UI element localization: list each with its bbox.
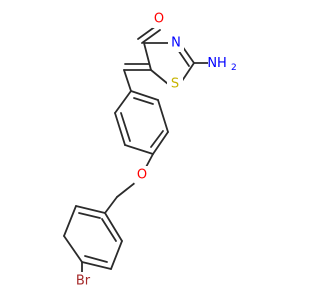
bond-lower-ring-5 <box>110 240 123 270</box>
bond-lower-ring-4 <box>81 261 112 270</box>
oxygen-ether-label: O <box>137 168 147 183</box>
bond-upper-ring-3 <box>124 144 154 155</box>
bond-lower-ring-inner-2 <box>84 255 108 263</box>
bromine-label-bg <box>71 272 95 290</box>
bond-upper-ring-5 <box>157 99 169 133</box>
oxygen-carbonyl-label-bg <box>151 10 167 28</box>
amine-label-bg <box>208 54 238 74</box>
sulfur-label-bg <box>167 75 183 93</box>
oxygen-carbonyl-label: O <box>154 12 164 27</box>
bromine-label: Br <box>76 274 91 289</box>
bond-upper-ring-2 <box>114 112 126 146</box>
bond-upper-ring-1 <box>114 90 132 114</box>
bond-upper-ring-6 <box>130 90 159 101</box>
sulfur-label: S <box>171 77 179 92</box>
chemical-structure-diagram: O N NH 2 S O Br <box>63 10 238 290</box>
bond-methylene-aryl <box>104 196 118 214</box>
bond-lower-ring-1 <box>75 205 106 214</box>
bond-upper-ring-inner-2 <box>150 130 164 148</box>
methylidene-bonds <box>123 63 152 92</box>
bond-carbonyl-double-inner <box>137 25 157 40</box>
nitrogen-ring-label-bg <box>168 34 184 52</box>
bond-lower-ring-3 <box>63 235 83 263</box>
bond-upper-ring-inner-1 <box>120 112 131 142</box>
amine-subscript: 2 <box>231 63 237 73</box>
bond-oxygen-methylene <box>116 181 137 198</box>
lower-benzene-bonds <box>63 205 123 273</box>
amine-label: NH 2 <box>207 56 236 73</box>
bond-c5-c4 <box>143 42 152 71</box>
bond-carbonyl-double-outer <box>141 29 161 44</box>
bond-upper-ring-inner-3 <box>133 97 154 105</box>
oxygen-ether-label-bg <box>134 166 150 184</box>
bond-lower-ring-inner-3 <box>101 218 117 242</box>
upper-benzene-bonds <box>114 90 169 155</box>
bond-lower-ring-inner-1 <box>78 212 101 219</box>
bond-upper-ring-4 <box>152 131 169 155</box>
bond-lower-ring-2 <box>63 205 77 237</box>
bond-methine-aryl <box>123 69 132 92</box>
amine-main-label: NH <box>207 56 227 71</box>
nitrogen-ring-label: N <box>171 36 181 51</box>
bond-lower-ring-6 <box>104 212 123 242</box>
atom-labels: O N NH 2 S O Br <box>71 10 238 290</box>
bond-s1-c5 <box>150 69 169 85</box>
